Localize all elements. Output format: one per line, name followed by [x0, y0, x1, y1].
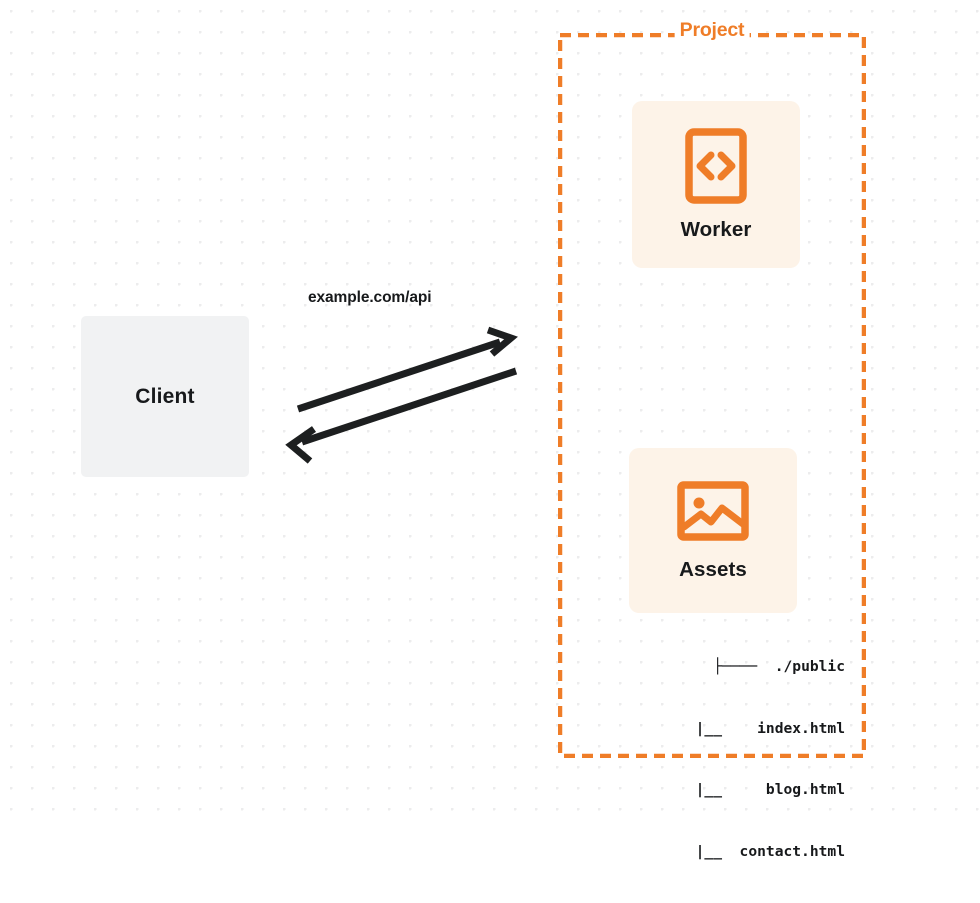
client-node[interactable]: Client [81, 316, 249, 477]
client-node-label: Client [135, 384, 195, 408]
connector-label: example.com/api [308, 289, 432, 306]
file-tree-row: ├──── ./public [713, 658, 845, 675]
code-brackets-icon [685, 127, 747, 204]
image-icon [677, 480, 749, 542]
project-to-client-arrow [285, 367, 518, 464]
worker-card-label: Worker [680, 217, 752, 241]
file-tree-row: |__ index.html [669, 719, 845, 737]
project-title: Project [674, 19, 750, 42]
client-to-project-arrow [296, 326, 518, 413]
assets-card-label: Assets [679, 557, 747, 581]
assets-file-tree: ├──── ./public |__ index.html |__ blog.h… [600, 616, 845, 903]
worker-card[interactable]: Worker [632, 101, 800, 268]
file-tree-row: |__ blog.html [669, 781, 845, 798]
file-tree-row: |__ contact.html [669, 842, 845, 860]
project-container[interactable]: Project Worker Assets [558, 19, 866, 860]
assets-card[interactable]: Assets [629, 448, 797, 613]
diagram-canvas: Client example.com/api Project [0, 0, 980, 860]
